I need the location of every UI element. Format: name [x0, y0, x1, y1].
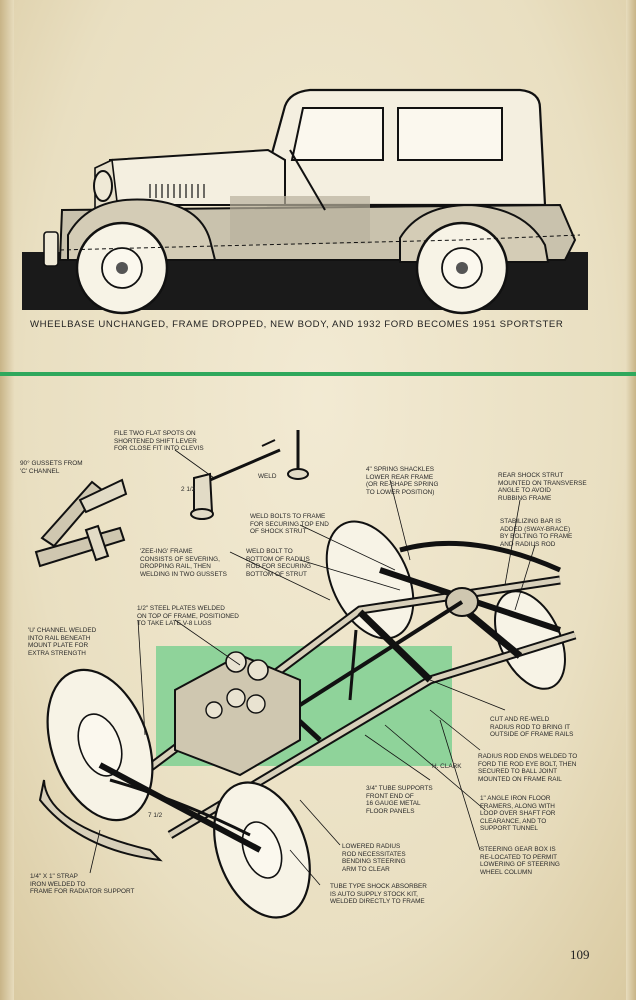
label-front-dimension: 7 1/2 — [148, 812, 163, 819]
illustration-caption: WHEELBASE UNCHANGED, FRAME DROPPED, NEW … — [30, 319, 564, 330]
chassis-cutaway-illustration — [34, 430, 577, 919]
label-dimension: 2 1/2 — [181, 486, 196, 493]
car-side-view-illustration — [22, 88, 588, 315]
page-number: 109 — [570, 947, 590, 962]
label-weld: WELD — [258, 473, 277, 480]
artist-signature: H. CLARK — [432, 763, 462, 770]
label-gussets: 90° GUSSETS FROM'C' CHANNEL — [20, 460, 83, 475]
page-edge-shadow-right — [626, 0, 636, 1000]
page-edge-shadow-left — [0, 0, 14, 1000]
section-divider — [0, 372, 636, 376]
